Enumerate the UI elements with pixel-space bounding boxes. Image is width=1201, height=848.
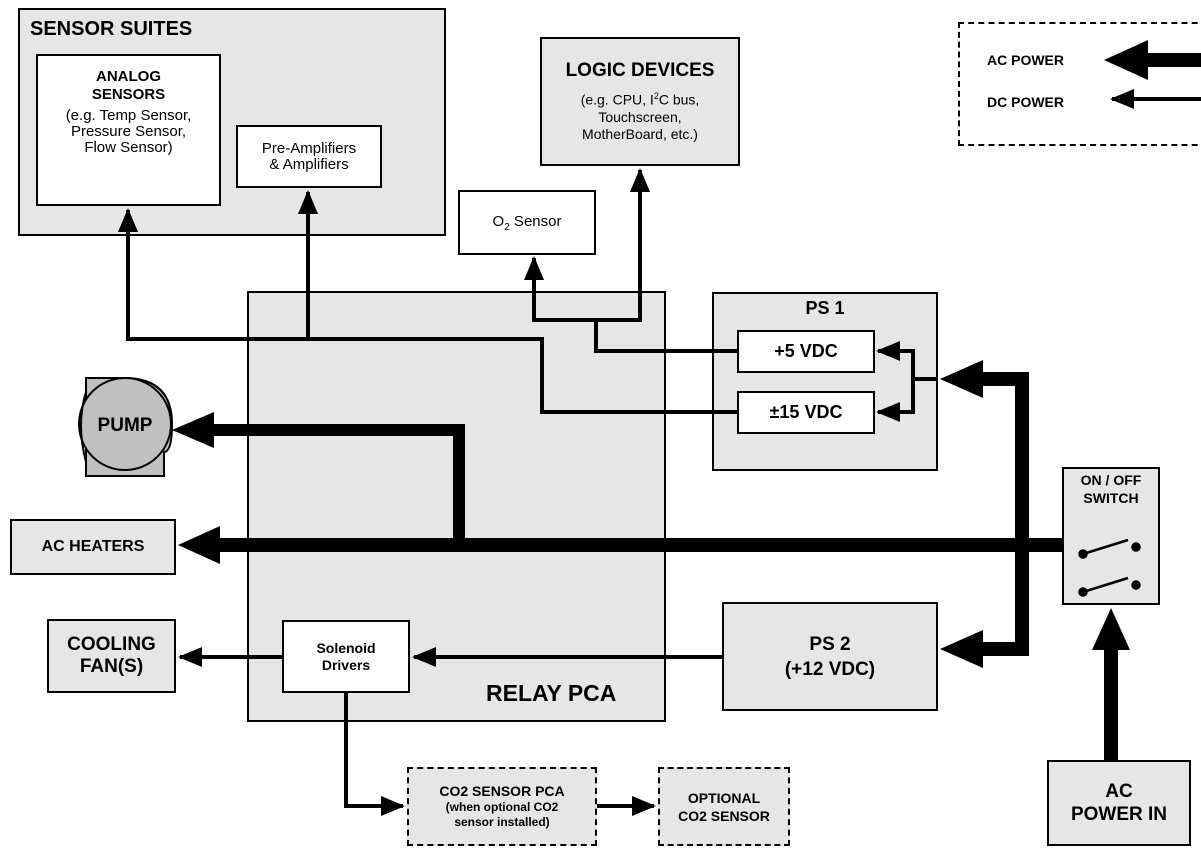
ps2-box: PS 2 (+12 VDC) bbox=[722, 602, 938, 711]
ac-power-in-label-1: AC bbox=[1105, 781, 1133, 802]
logic-devices-desc-2: Touchscreen, bbox=[598, 108, 682, 125]
solenoid-drivers-box: Solenoid Drivers bbox=[282, 620, 410, 693]
o2-sensor-box: O2 Sensor bbox=[458, 190, 596, 255]
legend-ac-power-label: AC POWER bbox=[987, 52, 1064, 68]
switch-label-2: SWITCH bbox=[1083, 490, 1139, 506]
ac-power-in-label-2: POWER IN bbox=[1070, 804, 1168, 825]
logic-devices-box: LOGIC DEVICES (e.g. CPU, I2C bus, Touchs… bbox=[540, 37, 740, 166]
analog-sensors-title-2: SENSORS bbox=[91, 86, 166, 103]
dc-power-lines bbox=[118, 168, 938, 816]
amplifiers-label-1: Pre-Amplifiers bbox=[261, 139, 357, 157]
switch-contacts-icon bbox=[1078, 538, 1141, 597]
amplifiers-label-2: & Amplifiers bbox=[269, 155, 349, 173]
solenoid-drivers-label-1: Solenoid bbox=[316, 639, 376, 656]
legend-box bbox=[958, 22, 1201, 146]
ac-heaters-box: AC HEATERS bbox=[10, 519, 176, 575]
ps1-pm15-label: ±15 VDC bbox=[769, 402, 843, 422]
co2-sensor-pca-box: CO2 SENSOR PCA (when optional CO2 sensor… bbox=[407, 767, 597, 846]
analog-sensors-title-1: ANALOG bbox=[96, 68, 161, 85]
analog-sensors-desc-3: Flow Sensor) bbox=[84, 139, 173, 156]
ps1-box bbox=[712, 292, 938, 471]
ps1-title: PS 1 bbox=[805, 298, 845, 318]
switch-label-1: ON / OFF bbox=[1080, 472, 1142, 488]
analog-sensors-desc-1: (e.g. Temp Sensor, bbox=[65, 107, 192, 124]
analog-sensors-box: ANALOG SENSORS (e.g. Temp Sensor, Pressu… bbox=[36, 54, 221, 206]
ac-heaters-label: AC HEATERS bbox=[41, 538, 145, 555]
solenoid-drivers-label-2: Drivers bbox=[321, 656, 371, 673]
ac-power-lines bbox=[172, 360, 1130, 760]
optional-co2-sensor-box: OPTIONAL CO2 SENSOR bbox=[658, 767, 790, 846]
ac-power-in-box: AC POWER IN bbox=[1047, 760, 1191, 846]
amplifiers-box: Pre-Amplifiers & Amplifiers bbox=[236, 125, 382, 188]
ps2-label-2: (+12 VDC) bbox=[784, 658, 876, 680]
logic-devices-desc-3: MotherBoard, etc.) bbox=[582, 125, 698, 142]
pump-icon bbox=[78, 377, 174, 477]
analog-sensors-desc-2: Pressure Sensor, bbox=[70, 123, 187, 140]
cooling-fans-box: COOLING FAN(S) bbox=[47, 619, 176, 693]
pump-label: PUMP bbox=[98, 415, 153, 436]
ps1-plus5-box: +5 VDC bbox=[737, 330, 875, 373]
legend-dc-power-label: DC POWER bbox=[987, 94, 1064, 110]
cooling-fans-label-2: FAN(S) bbox=[79, 656, 144, 677]
ps1-pm15-box: ±15 VDC bbox=[737, 391, 875, 434]
o2-sensor-label: O2 Sensor bbox=[492, 212, 562, 233]
logic-devices-desc-1: (e.g. CPU, I2C bus, bbox=[580, 91, 700, 108]
ps2-label-1: PS 2 bbox=[809, 633, 851, 655]
ps1-plus5-label: +5 VDC bbox=[774, 341, 838, 361]
cooling-fans-label-1: COOLING bbox=[67, 634, 156, 655]
optional-co2-label-1: OPTIONAL bbox=[687, 789, 761, 806]
logic-devices-title: LOGIC DEVICES bbox=[565, 60, 715, 82]
sensor-suites-title: SENSOR SUITES bbox=[30, 18, 193, 40]
co2-pca-label-3: sensor installed) bbox=[454, 815, 550, 829]
co2-pca-label-1: CO2 SENSOR PCA bbox=[439, 783, 565, 799]
co2-pca-label-2: (when optional CO2 bbox=[445, 800, 559, 814]
optional-co2-label-2: CO2 SENSOR bbox=[678, 807, 770, 824]
legend-ac-arrow bbox=[1104, 40, 1201, 80]
relay-pca-label: RELAY PCA bbox=[486, 680, 617, 706]
